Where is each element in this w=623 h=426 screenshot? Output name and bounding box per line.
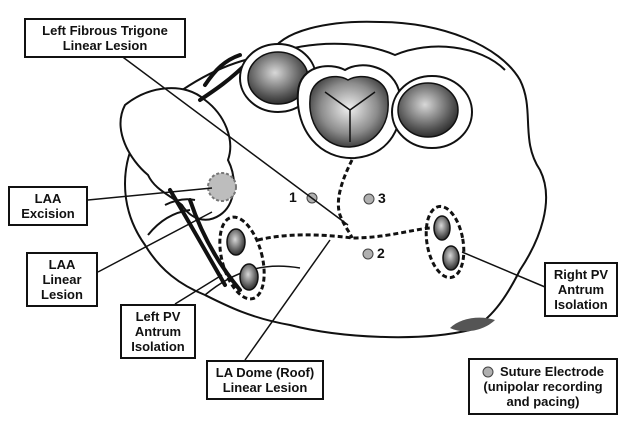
suture-electrode xyxy=(363,249,373,259)
label-line: Linear Lesion xyxy=(213,380,317,395)
label-line: Lesion xyxy=(33,287,91,302)
label-left-pv: Left PV Antrum Isolation xyxy=(120,304,196,359)
label-line: Antrum xyxy=(127,324,189,339)
label-line: Excision xyxy=(15,206,81,221)
label-line: Linear xyxy=(33,272,91,287)
label-line: Right PV xyxy=(551,267,611,282)
label-line: Isolation xyxy=(127,339,189,354)
label-right-pv: Right PV Antrum Isolation xyxy=(544,262,618,317)
label-line: Left Fibrous Trigone xyxy=(31,23,179,38)
label-line: Left PV xyxy=(127,309,189,324)
label-fibrous-trigone: Left Fibrous Trigone Linear Lesion xyxy=(24,18,186,58)
label-line: Antrum xyxy=(551,282,611,297)
legend-title: Suture Electrode xyxy=(500,364,604,379)
electrode-icon xyxy=(482,366,494,378)
label-line: LAA xyxy=(15,191,81,206)
electrode-number-2: 2 xyxy=(377,245,385,261)
electrode-number-3: 3 xyxy=(378,190,386,206)
label-line: Linear Lesion xyxy=(31,38,179,53)
label-laa-linear: LAA Linear Lesion xyxy=(26,252,98,307)
electrode-number-1: 1 xyxy=(289,189,297,205)
legend-suture-electrode: Suture Electrode (unipolar recording and… xyxy=(468,358,618,415)
legend-line: (unipolar recording xyxy=(476,379,610,394)
laa-excision-site xyxy=(208,173,236,201)
legend-title-row: Suture Electrode xyxy=(476,364,610,379)
label-line: LAA xyxy=(33,257,91,272)
label-laa-excision: LAA Excision xyxy=(8,186,88,226)
legend-line: and pacing) xyxy=(476,394,610,409)
label-la-dome: LA Dome (Roof) Linear Lesion xyxy=(206,360,324,400)
label-line: LA Dome (Roof) xyxy=(213,365,317,380)
label-line: Isolation xyxy=(551,297,611,312)
right-valve xyxy=(392,76,472,148)
suture-electrode xyxy=(364,194,374,204)
